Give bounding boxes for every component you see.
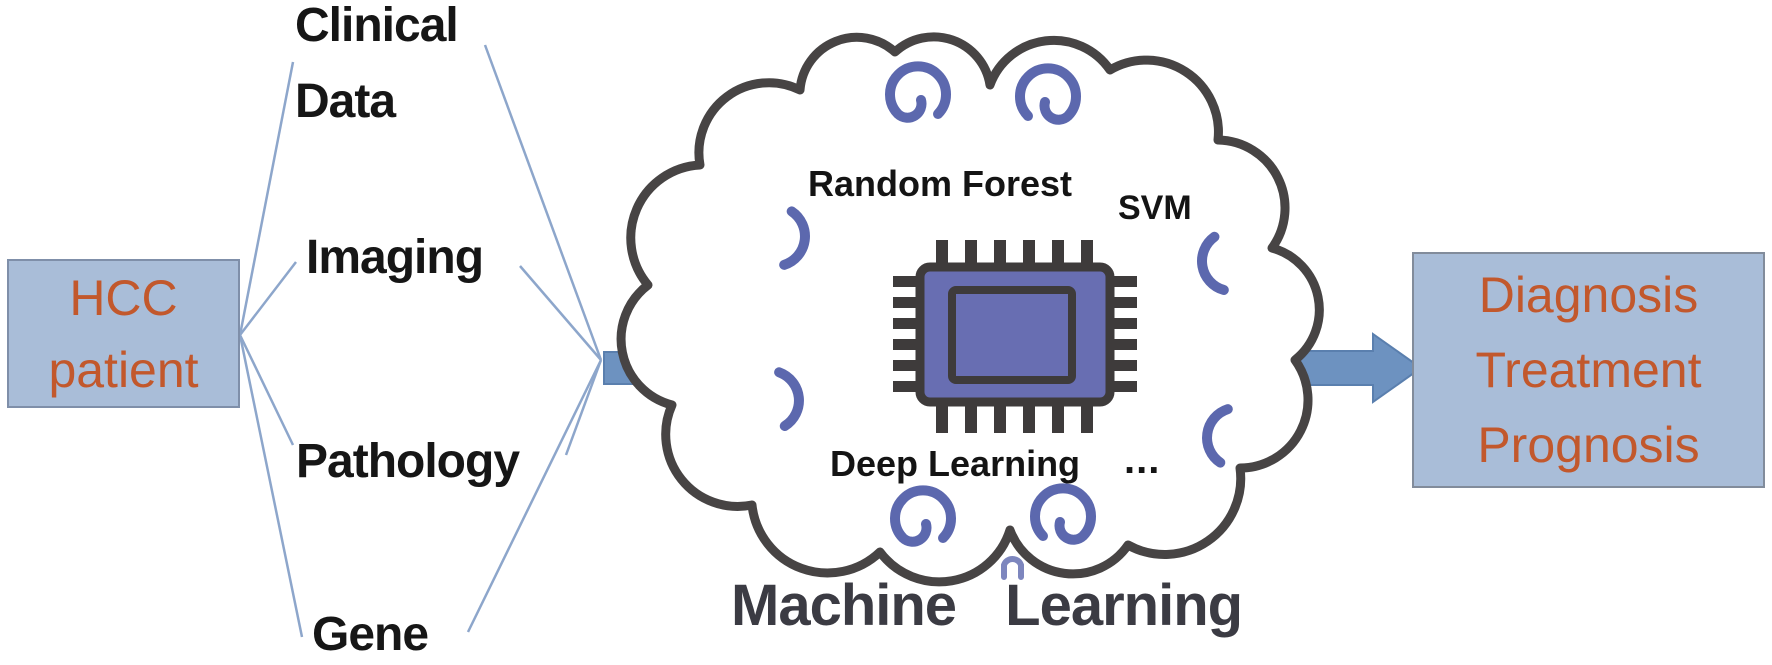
source-label-gene: Gene bbox=[312, 608, 429, 661]
source-label-pathology: Pathology bbox=[296, 435, 520, 488]
connector-line bbox=[238, 61, 295, 336]
source-label-clinical-data: Clinical Data bbox=[295, 0, 459, 128]
source-label-imaging: Imaging bbox=[306, 231, 484, 284]
brain-swirl-icon bbox=[1202, 404, 1233, 468]
hcc-patient-box: HCC patient bbox=[7, 259, 240, 408]
brain-swirl-icons bbox=[774, 61, 1233, 580]
brain-swirl-icon bbox=[774, 367, 804, 432]
output-box-line1: Diagnosis bbox=[1478, 266, 1699, 323]
algorithm-label-svm: SVM bbox=[1118, 189, 1192, 227]
connector-line bbox=[466, 359, 603, 633]
machine-learning-caption: Machine Learning bbox=[731, 573, 1243, 638]
chip-pins bbox=[893, 240, 1137, 433]
output-box-line3: Prognosis bbox=[1477, 416, 1700, 473]
hcc-box-line2: patient bbox=[48, 341, 199, 398]
brain-swirl-icon bbox=[885, 61, 951, 123]
cpu-chip-icon bbox=[893, 240, 1137, 433]
brain-swirl-icon bbox=[1015, 63, 1081, 125]
brain-swirl-icon bbox=[779, 206, 810, 270]
connector-line bbox=[239, 261, 297, 336]
connector-line bbox=[483, 44, 603, 361]
algorithm-label-ellipsis: ... bbox=[1124, 438, 1161, 482]
chip-core bbox=[948, 286, 1076, 384]
output-box: Diagnosis Treatment Prognosis bbox=[1412, 252, 1765, 488]
hcc-box-line1: HCC bbox=[69, 269, 178, 326]
connector-lines-right bbox=[466, 44, 603, 633]
brain-swirl-icon bbox=[1030, 483, 1096, 545]
connector-line bbox=[238, 334, 304, 638]
brain-swirl-icon bbox=[890, 485, 956, 547]
connector-line bbox=[238, 334, 295, 446]
connector-line bbox=[564, 359, 603, 456]
brain-stem-mark bbox=[1001, 556, 1024, 580]
algorithm-label-deep-learning: Deep Learning bbox=[830, 443, 1081, 484]
connector-lines-left bbox=[238, 61, 304, 638]
output-box-line2: Treatment bbox=[1475, 341, 1702, 398]
algorithm-label-random-forest: Random Forest bbox=[808, 163, 1073, 204]
brain-swirl-icon bbox=[1197, 231, 1229, 295]
right-arrow-icon bbox=[1295, 332, 1423, 404]
connector-line bbox=[519, 265, 602, 361]
